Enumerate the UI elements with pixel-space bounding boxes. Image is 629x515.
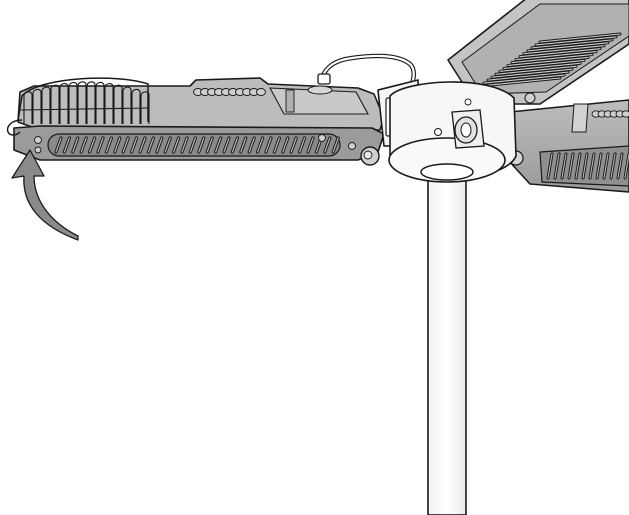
lamp-head-right bbox=[507, 99, 629, 193]
pole bbox=[427, 167, 467, 515]
lamp-head-left-fins bbox=[54, 136, 340, 154]
lamp-head-right-fins bbox=[546, 152, 629, 180]
fold-arrow bbox=[11, 149, 79, 241]
lamp-head-left-coils bbox=[193, 88, 266, 96]
lamp-head-left bbox=[6, 77, 385, 166]
lamp-head-right-coils bbox=[591, 110, 629, 118]
lamp-head-left-grille bbox=[17, 77, 150, 124]
power-cable bbox=[317, 53, 416, 90]
mounting-hub bbox=[377, 79, 517, 183]
lamp-head-top-fins bbox=[478, 32, 622, 88]
lamp-head-top bbox=[447, 0, 629, 106]
